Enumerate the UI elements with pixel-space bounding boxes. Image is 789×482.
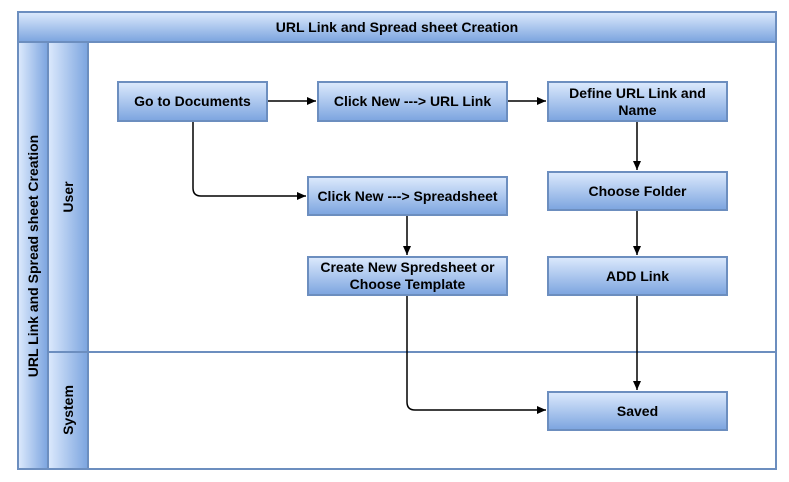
edge-create-to-saved xyxy=(406,296,546,414)
lane-divider xyxy=(49,351,775,353)
pool-title: URL Link and Spread sheet Creation xyxy=(19,13,775,43)
node-create-new-spreadsheet[interactable]: Create New Spredsheet or Choose Template xyxy=(307,256,508,296)
lane-user-header: User xyxy=(49,43,89,351)
pool-side-header: URL Link and Spread sheet Creation xyxy=(19,43,49,468)
node-click-new-url-link[interactable]: Click New ---> URL Link xyxy=(317,81,508,122)
edge-documents-to-spreadsheet xyxy=(192,122,306,200)
node-define-url-link[interactable]: Define URL Link and Name xyxy=(547,81,728,122)
node-click-new-spreadsheet[interactable]: Click New ---> Spreadsheet xyxy=(307,176,508,216)
node-choose-folder[interactable]: Choose Folder xyxy=(547,171,728,211)
node-add-link[interactable]: ADD Link xyxy=(547,256,728,296)
lane-system-header: System xyxy=(49,351,89,468)
node-go-to-documents[interactable]: Go to Documents xyxy=(117,81,268,122)
node-saved[interactable]: Saved xyxy=(547,391,728,431)
